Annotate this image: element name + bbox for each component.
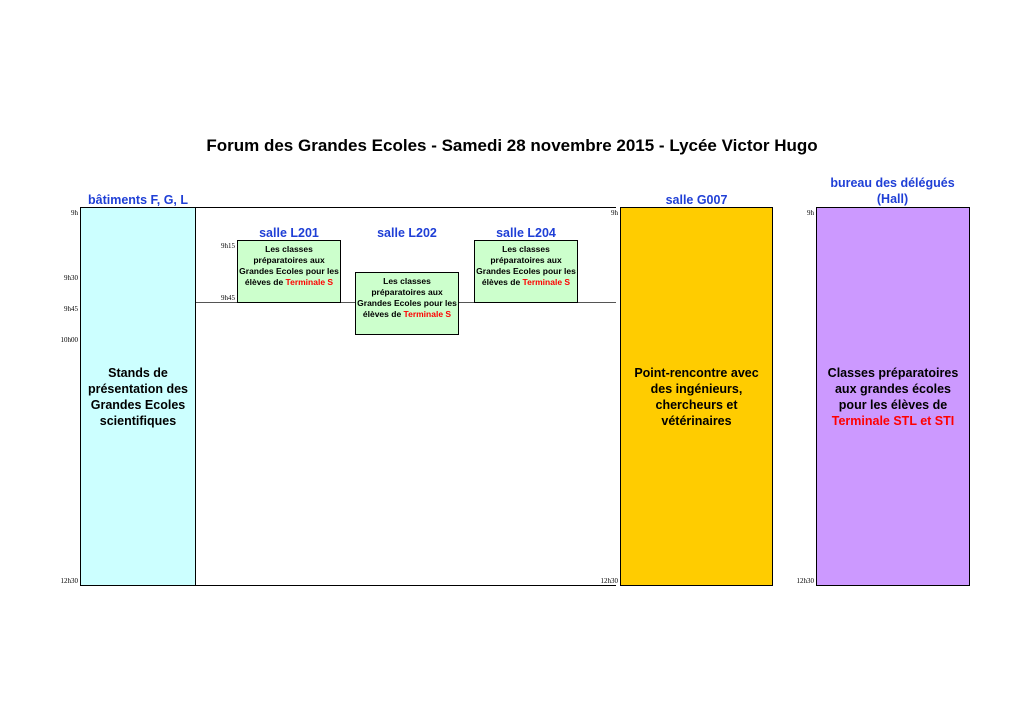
time-9h-g007: 9h [611,209,618,217]
time-9h: 9h [71,209,78,217]
time-12h30-g007: 12h30 [600,577,619,585]
g007-text: Point-rencontre avec des ingénieurs, che… [634,365,759,428]
session-l204-text: Les classes préparatoires aux Grandes Ec… [476,244,576,287]
bureau-text: Classes préparatoires aux grandes écoles… [827,365,959,412]
header-batiments: bâtiments F, G, L [87,193,188,207]
time-9h15: 9h15 [221,242,235,250]
batiments-text: Stands de présentation des Grandes Ecole… [87,365,189,428]
time-9h30: 9h30 [64,274,78,282]
header-salle-l204: salle L204 [496,226,556,240]
session-l201-text: Les classes préparatoires aux Grandes Ec… [239,244,339,287]
header-bureau-line1: bureau des délégués [830,176,955,190]
header-salle-g007: salle G007 [665,193,728,207]
session-l204-highlight: Terminale S [522,277,571,287]
time-9h45: 9h45 [64,305,78,313]
time-9h-bureau: 9h [807,209,814,217]
session-l202-highlight: Terminale S [403,309,452,319]
time-12h30: 12h30 [60,577,79,585]
frame-bottom-line [196,585,616,586]
header-bureau: bureau des délégués (Hall) [816,175,969,207]
header-salle-l201: salle L201 [259,226,319,240]
batiments-block: Stands de présentation des Grandes Ecole… [80,207,196,586]
g007-block: Point-rencontre avec des ingénieurs, che… [620,207,773,586]
bureau-highlight: Terminale STL et STI [831,413,955,428]
session-l201-highlight: Terminale S [285,277,334,287]
time-9h45-l201: 9h45 [221,294,235,302]
header-bureau-line2: (Hall) [876,192,909,206]
header-salle-l202: salle L202 [377,226,437,240]
page-title: Forum des Grandes Ecoles - Samedi 28 nov… [206,136,818,155]
session-l201: Les classes préparatoires aux Grandes Ec… [237,240,341,303]
bureau-block: Classes préparatoires aux grandes écoles… [816,207,970,586]
frame-top-line [196,207,616,208]
bureau-text-wrap: Classes préparatoires aux grandes écoles… [817,365,969,429]
time-10h00: 10h00 [60,336,79,344]
time-12h30-bureau: 12h30 [796,577,815,585]
session-l204: Les classes préparatoires aux Grandes Ec… [474,240,578,303]
session-l202: Les classes préparatoires aux Grandes Ec… [355,272,459,335]
session-l202-text: Les classes préparatoires aux Grandes Ec… [357,276,457,319]
